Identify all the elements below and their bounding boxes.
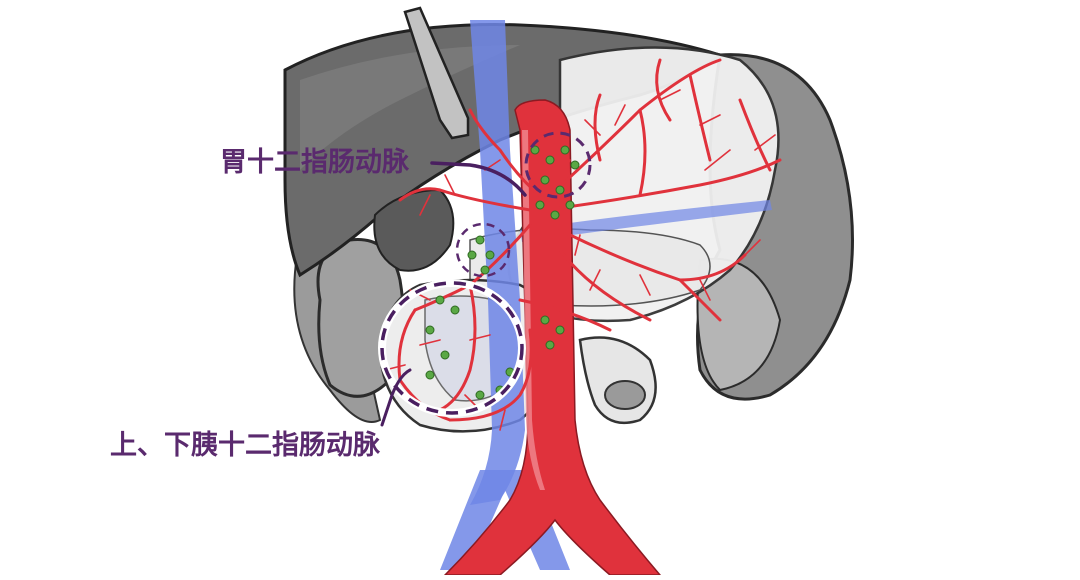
jejunum-lumen <box>604 380 646 410</box>
retractor-icon <box>403 6 470 140</box>
gastroduodenal-artery-label: 胃十二指肠动脉 <box>220 147 409 178</box>
splenic-vein <box>520 200 772 242</box>
gastroduodenal-region-marker <box>524 131 592 199</box>
aorta <box>443 99 662 576</box>
left-kidney-inner <box>696 257 782 392</box>
lymph-node-icon <box>425 145 580 400</box>
pancreaticoduodenal-artery-label: 上、下胰十二指肠动脉 <box>110 430 380 461</box>
pancreaticoduodenal-region-marker-dash <box>380 281 524 415</box>
leader-line-gastroduodenal <box>430 161 527 197</box>
liver-highlight <box>300 45 520 170</box>
leader-line-pancreaticoduodenal <box>380 368 412 427</box>
hepatic-region-marker <box>455 222 511 278</box>
arterial-network <box>397 58 782 422</box>
jejunum-loop <box>578 336 657 425</box>
aorta-highlight <box>522 130 545 490</box>
